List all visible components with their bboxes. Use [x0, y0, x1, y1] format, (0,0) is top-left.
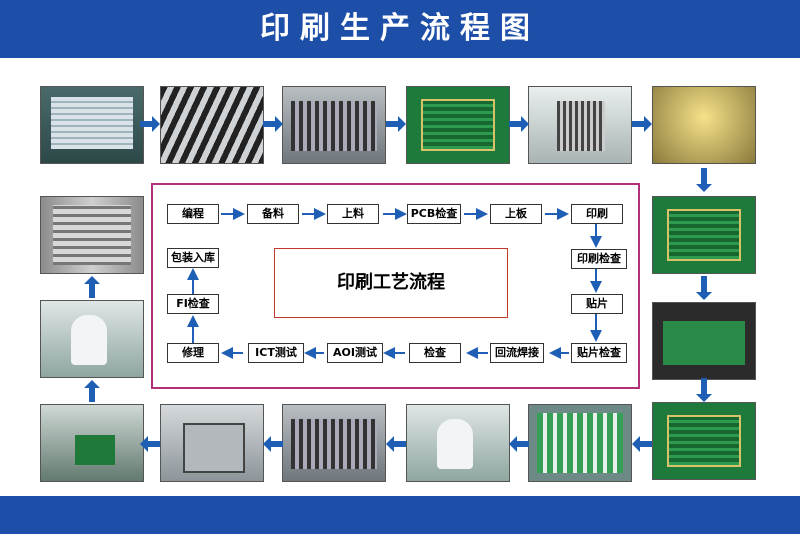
arrow-right-icon — [263, 116, 283, 132]
photo-loading-machine — [282, 86, 386, 164]
step-packaging: 包装入库 — [167, 248, 219, 268]
center-process-label: 印刷工艺流程 — [274, 248, 508, 318]
step-inspection: 检查 — [409, 343, 461, 363]
step-pcb-check: PCB检查 — [407, 204, 461, 224]
arrow-up-icon — [84, 276, 100, 298]
step-printing: 印刷 — [571, 204, 623, 224]
arrow-down-icon — [696, 378, 712, 402]
arrow-right-icon — [386, 116, 406, 132]
step-ict-test: ICT测试 — [248, 343, 304, 363]
step-material-prep: 备料 — [247, 204, 299, 224]
step-board-load: 上板 — [490, 204, 542, 224]
step-aoi-test: AOI测试 — [327, 343, 383, 363]
arrow-left-icon — [263, 436, 283, 452]
arrow-left-icon — [140, 436, 160, 452]
photo-feeders — [160, 86, 264, 164]
step-print-check: 印刷检查 — [571, 249, 627, 269]
photo-aoi-machine — [282, 404, 386, 482]
arrow-down-icon — [696, 168, 712, 192]
page-title: 印刷生产流程图 — [260, 11, 540, 46]
step-repair: 修理 — [167, 343, 219, 363]
arrow-left-icon — [509, 436, 529, 452]
arrow-right-icon — [632, 116, 652, 132]
photo-programming-screen — [40, 86, 144, 164]
step-placement-check: 贴片检查 — [571, 343, 627, 363]
photo-visual-inspection-worker — [406, 404, 510, 482]
arrow-right-icon — [509, 116, 529, 132]
photo-aoi-screen — [528, 404, 632, 482]
header-banner — [0, 0, 800, 58]
photo-repair-station — [40, 404, 144, 482]
photo-fi-inspection-worker — [40, 300, 144, 378]
photo-print-inspection — [652, 196, 756, 274]
photo-stencil-printer — [652, 86, 756, 164]
arrow-up-icon — [84, 380, 100, 402]
step-loading: 上料 — [327, 204, 379, 224]
step-fi-check: FI检查 — [167, 294, 219, 314]
footer-banner — [0, 496, 800, 534]
step-placement: 贴片 — [571, 294, 623, 314]
arrow-left-icon — [632, 436, 652, 452]
step-reflow: 回流焊接 — [490, 343, 544, 363]
photo-placed-board — [652, 402, 756, 480]
arrow-left-icon — [386, 436, 406, 452]
photo-ict-tester — [160, 404, 264, 482]
step-programming: 编程 — [167, 204, 219, 224]
flow-arrows — [187, 208, 602, 359]
photo-placement-machine — [652, 302, 756, 380]
arrow-down-icon — [696, 276, 712, 300]
photo-board-loader — [528, 86, 632, 164]
arrow-right-icon — [140, 116, 160, 132]
photo-pcb-board — [406, 86, 510, 164]
photo-packaging-rack — [40, 196, 144, 274]
